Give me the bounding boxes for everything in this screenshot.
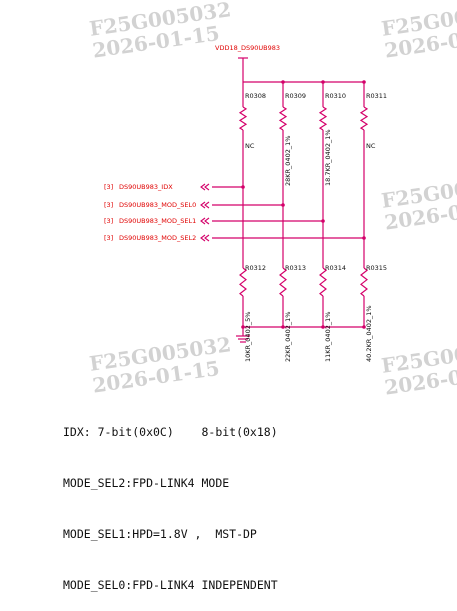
- wires: [200, 57, 366, 343]
- resistor-symbol: [238, 106, 248, 131]
- net-page-ref: [3]: [104, 183, 113, 191]
- resistor-symbol: [319, 267, 327, 297]
- note-idx: IDX: 7-bit(0x0C) 8-bit(0x18): [63, 425, 278, 439]
- offpage-arrow-icon: [200, 183, 210, 191]
- resistor-symbol: [279, 267, 287, 297]
- resistor-ref: R0309: [285, 92, 306, 100]
- resistor-symbol: [360, 267, 368, 297]
- note-mode-sel0: MODE_SEL0:FPD-LINK4 INDEPENDENT: [63, 578, 278, 592]
- resistor-ref: R0314: [325, 264, 346, 272]
- net-name: DS90UB983_MOD_SEL1: [119, 217, 196, 225]
- resistor-ref: R0315: [366, 264, 387, 272]
- offpage-arrow-icon: [200, 201, 210, 209]
- resistor-ref: R0313: [285, 264, 306, 272]
- schematic-canvas: VDD18_DS90UB983 [3] DS90UB983_IDX [3] DS90UB…: [104, 44, 387, 362]
- resistor-symbol: [318, 106, 328, 131]
- resistor-value: 22KR_0402_1%: [284, 312, 292, 362]
- labels: VDD18_DS90UB983 [3] DS90UB983_IDX [3] DS90UB…: [104, 44, 387, 362]
- resistor-value: NC: [366, 142, 376, 150]
- resistor-symbol: [239, 267, 247, 297]
- offpage-arrow-icon: [200, 217, 210, 225]
- resistor-value: 11KR_0402_1%: [324, 312, 332, 362]
- net-name: DS90UB983_MOD_SEL0: [119, 201, 196, 209]
- note-mode-sel2: MODE_SEL2:FPD-LINK4 MODE: [63, 476, 230, 490]
- net-name: DS90UB983_MOD_SEL2: [119, 234, 196, 242]
- resistor-value: 10KR_0402_5%: [244, 312, 252, 362]
- net-page-ref: [3]: [104, 201, 113, 209]
- net-page-ref: [3]: [104, 234, 113, 242]
- resistor-ref: R0311: [366, 92, 387, 100]
- note-mode-sel1: MODE_SEL1:HPD=1.8V , MST-DP: [63, 527, 257, 541]
- resistor-symbol: [278, 106, 288, 131]
- resistor-symbol: [359, 106, 369, 131]
- components: [238, 106, 369, 297]
- resistor-ref: R0308: [245, 92, 266, 100]
- config-notes: IDX: 7-bit(0x0C) 8-bit(0x18) MODE_SEL2:F…: [63, 390, 278, 611]
- net-name: DS90UB983_IDX: [119, 183, 173, 191]
- offpage-arrow-icon: [200, 234, 210, 242]
- resistor-value: 40.2KR_0402_1%: [365, 305, 373, 362]
- resistor-value: 18.7KR_0402_1%: [324, 129, 332, 186]
- resistor-ref: R0310: [325, 92, 346, 100]
- resistor-value: 28KR_0402_1%: [284, 136, 292, 186]
- resistor-ref: R0312: [245, 264, 266, 272]
- resistor-value: NC: [245, 142, 255, 150]
- power-net-label: VDD18_DS90UB983: [215, 44, 280, 52]
- net-page-ref: [3]: [104, 217, 113, 225]
